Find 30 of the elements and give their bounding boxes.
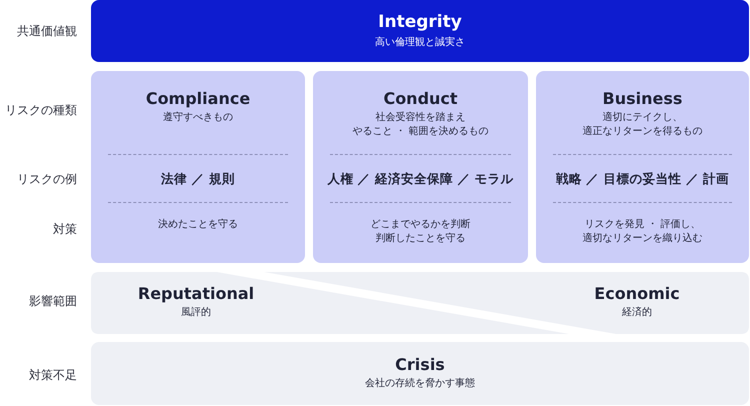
panel-subtitle: 経済的 [622, 306, 652, 320]
countermeasure-text: 決めたことを守る [158, 218, 238, 232]
row-label: リスクの例 [17, 171, 77, 187]
band-subtitle: 会社の存続を脅かす事態 [365, 377, 475, 390]
countermeasure-text: どこまでやるかを判断判断したことを守る [370, 218, 470, 245]
row-label: 共通価値観 [17, 23, 77, 39]
card-title: Compliance [146, 89, 250, 109]
card-title: Business [602, 89, 682, 109]
risk-type-card [313, 71, 528, 263]
card-title: Conduct [383, 89, 458, 109]
card-description: 社会受容性を踏まえやること ・ 範囲を決めるもの [352, 111, 489, 138]
risk-examples: 人権 ／ 経済安全保障 ／ モラル [327, 171, 514, 187]
countermeasure-text: リスクを発見 ・ 評価し、適切なリターンを織り込む [582, 218, 702, 245]
panel-title: Reputational [138, 284, 254, 304]
row-label: 影響範囲 [29, 293, 77, 309]
band-title: Integrity [378, 12, 462, 32]
card-description: 適切にテイクし、適正なリターンを得るもの [582, 111, 702, 138]
risk-type-card [91, 71, 305, 263]
row-label: リスクの種類 [5, 102, 77, 118]
band-subtitle: 高い倫理観と誠実さ [375, 36, 465, 50]
risk-type-card [536, 71, 749, 263]
row-label: 対策不足 [29, 367, 77, 383]
panel-title: Economic [594, 284, 680, 304]
value-band [91, 0, 749, 62]
band-title: Crisis [395, 355, 445, 375]
risk-examples: 法律 ／ 規則 [161, 171, 235, 187]
card-description: 遵守すべきもの [163, 111, 233, 124]
row-label: 対策 [53, 221, 77, 237]
panel-subtitle: 風評的 [181, 306, 211, 320]
risk-examples: 戦略 ／ 目標の妥当性 ／ 計画 [556, 171, 730, 187]
